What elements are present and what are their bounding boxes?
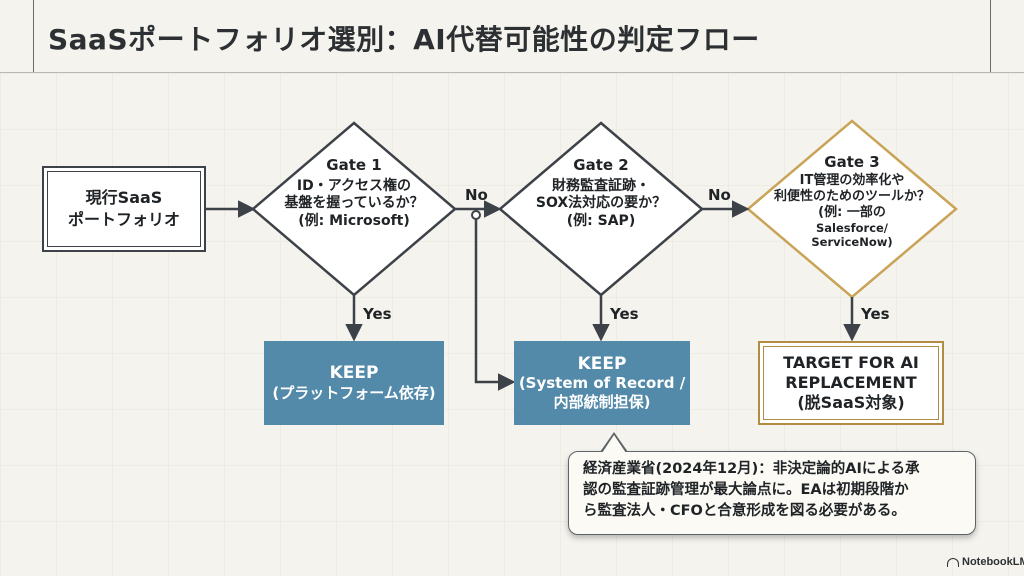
target-line3: (脱SaaS対象) xyxy=(797,393,905,412)
keep2-line2: (System of Record / xyxy=(518,374,686,393)
keep-system-of-record-box: KEEP (System of Record / 内部統制担保) xyxy=(514,341,690,425)
keep-platform-box: KEEP (プラットフォーム依存) xyxy=(264,341,444,425)
arrow-branch-to-keep2 xyxy=(474,219,516,391)
source-line2: ポートフォリオ xyxy=(67,210,180,229)
gate1-text: Gate 1 ID・アクセス権の 基盤を握っているか？ (例: Microsof… xyxy=(274,156,434,230)
gate3-line4: Salesforce/ xyxy=(815,220,889,235)
gate2-line1: 財務監査証跡・ xyxy=(552,177,650,194)
yes-label-gate3: Yes xyxy=(861,305,890,323)
gate2-line2: SOX法対応の要か？ xyxy=(535,195,667,212)
gate1-heading: Gate 1 xyxy=(326,156,382,174)
title-right-rule xyxy=(990,0,991,72)
note-line1: 経済産業省(2024年12月)：非決定論的AIによる承 xyxy=(583,461,920,477)
gate1-line2: 基盤を握っているか？ xyxy=(284,195,424,212)
no-label-gate1: No xyxy=(465,186,488,204)
keep1-line1: KEEP xyxy=(329,363,379,384)
no-label-gate2: No xyxy=(708,186,731,204)
target-line2: REPLACEMENT xyxy=(785,373,917,392)
yes-label-gate1: Yes xyxy=(363,305,392,323)
brand-logo: NotebookLM xyxy=(947,556,1024,568)
keep2-line1: KEEP xyxy=(577,354,627,375)
yes-label-gate2: Yes xyxy=(610,305,639,323)
note-tail-inner xyxy=(602,435,626,453)
notebooklm-icon xyxy=(947,557,959,567)
page-title: SaaSポートフォリオ選別：AI代替可能性の判定フロー xyxy=(48,23,760,56)
target-line1: TARGET FOR AI xyxy=(783,353,919,372)
keep1-line2: (プラットフォーム依存) xyxy=(272,383,436,402)
gate1-line1: ID・アクセス権の xyxy=(296,177,412,194)
note-line3: ら監査法人・CFOと合意形成を図る必要がある。 xyxy=(583,503,906,520)
meti-note-callout: 経済産業省(2024年12月)：非決定論的AIによる承 認の監査証跡管理が最大論… xyxy=(568,451,976,535)
gate2-heading: Gate 2 xyxy=(573,156,629,174)
gate3-text: Gate 3 IT管理の効率化や 利便性のためのツールか？ (例: 一部の Sa… xyxy=(767,153,937,249)
gate3-line5: ServiceNow) xyxy=(811,234,893,249)
title-divider xyxy=(0,72,1024,73)
gate3-line1: IT管理の効率化や xyxy=(799,173,905,189)
keep2-line3: 内部統制担保) xyxy=(553,393,651,412)
branch-node xyxy=(471,210,481,220)
gate2-line3: (例: SAP) xyxy=(566,212,636,229)
gate2-text: Gate 2 財務監査証跡・ SOX法対応の要か？ (例: SAP) xyxy=(521,156,681,230)
gate3-line2: 利便性のためのツールか？ xyxy=(773,189,930,205)
gate3-line3: (例: 一部の xyxy=(818,205,886,221)
note-line2: 認の監査証跡管理が最大論点に。EAは初期段階か xyxy=(583,482,909,499)
target-ai-replacement-box: TARGET FOR AI REPLACEMENT (脱SaaS対象) xyxy=(758,341,944,425)
current-saas-portfolio-box: 現行SaaS ポートフォリオ xyxy=(42,166,206,252)
source-line1: 現行SaaS xyxy=(85,188,163,208)
brand-name: NotebookLM xyxy=(962,556,1024,568)
gate1-line3: (例: Microsoft) xyxy=(298,212,410,229)
gate3-heading: Gate 3 xyxy=(824,153,880,171)
title-bar xyxy=(0,0,1024,72)
title-left-rule xyxy=(33,0,34,72)
